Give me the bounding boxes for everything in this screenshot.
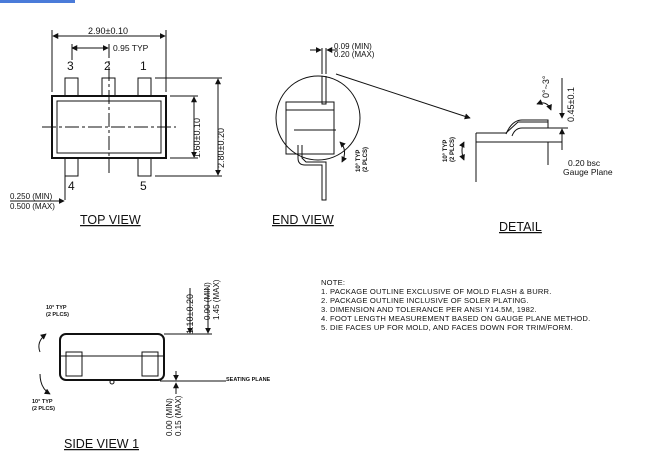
detail-10-plcs: (2 PLCS) bbox=[450, 137, 456, 162]
side-angle-arc-lower bbox=[39, 373, 51, 395]
side-angle-plcs-lower: (2 PLCS) bbox=[32, 406, 55, 412]
dim-pitch-label: 0.95 TYP bbox=[113, 43, 149, 53]
pin-label-1: 1 bbox=[140, 59, 147, 73]
dim-lead-min: 0.250 (MIN) bbox=[10, 192, 53, 201]
pin-1-lead bbox=[137, 77, 152, 97]
pin-4-lead bbox=[64, 157, 79, 177]
note-item: 4. FOOT LENGTH MEASUREMENT BASED ON GAUG… bbox=[321, 313, 591, 323]
note-item: 5. DIE FACES UP FOR MOLD, AND FACES DOWN… bbox=[321, 322, 574, 332]
pin-label-5: 5 bbox=[140, 179, 147, 193]
side-mark bbox=[109, 379, 115, 385]
side-lead-right bbox=[141, 351, 159, 377]
side-view-body bbox=[59, 333, 165, 381]
pin-3-lead bbox=[64, 77, 79, 97]
side-angle-arc-upper bbox=[38, 333, 47, 353]
dim-standoff-max: 0.15 (MAX) bbox=[174, 395, 183, 436]
end-view-lead-lower bbox=[297, 145, 327, 201]
gauge-label: Gauge Plane bbox=[563, 167, 613, 177]
note-item: 2. PACKAGE OUTLINE INCLUSIVE OF SOLER PL… bbox=[321, 295, 529, 305]
dim-angle-label: 0°~3° bbox=[541, 75, 551, 98]
note-item: 3. DIMENSION AND TOLERANCE PER ANSI Y14.… bbox=[321, 304, 537, 314]
pin-label-4: 4 bbox=[68, 179, 75, 193]
dim-foot-label: 0.45±0.1 bbox=[566, 87, 576, 122]
notes-title: NOTE: bbox=[321, 278, 346, 287]
dim-overall-label: 2.80±0.20 bbox=[216, 128, 226, 168]
end-view-title: END VIEW bbox=[272, 213, 334, 227]
end-angle-arc bbox=[339, 141, 348, 163]
end-view-body bbox=[285, 101, 335, 155]
notes-block: NOTE: 1. PACKAGE OUTLINE EXCLUSIVE OF MO… bbox=[321, 278, 591, 332]
dim-thk-min: 0.09 (MIN) bbox=[334, 42, 372, 51]
note-item: 1. PACKAGE OUTLINE EXCLUSIVE OF MOLD FLA… bbox=[321, 286, 552, 296]
dim-lead-max: 0.500 (MAX) bbox=[10, 202, 55, 211]
top-view-title: TOP VIEW bbox=[80, 213, 141, 227]
detail-10-arc bbox=[458, 141, 465, 161]
dim-side-max: 1.45 (MAX) bbox=[212, 279, 221, 320]
top-view: 3 2 1 4 5 2.90±0.10 0.95 TYP 1.60±0.10 2… bbox=[10, 26, 226, 227]
detail-10-typ: 10° TYP bbox=[443, 140, 449, 162]
dim-side-min: 0.90 (MIN) bbox=[203, 282, 212, 320]
detail-lead bbox=[505, 119, 549, 137]
dim-side-height: 1.10±0.20 bbox=[185, 294, 195, 334]
detail-leader bbox=[335, 73, 471, 120]
side-view-title: SIDE VIEW 1 bbox=[64, 437, 139, 451]
pin-label-3: 3 bbox=[67, 59, 74, 73]
detail-callout-circle bbox=[275, 75, 361, 161]
selection-highlight bbox=[0, 0, 75, 3]
side-angle-plcs-upper: (2 PLCS) bbox=[46, 312, 69, 318]
dim-width-label: 2.90±0.10 bbox=[88, 26, 128, 36]
side-lead-left bbox=[65, 351, 83, 377]
end-angle-plcs: (2 PLCS) bbox=[363, 147, 369, 172]
detail-title: DETAIL bbox=[499, 220, 542, 234]
detail-angle-arc bbox=[536, 99, 552, 111]
dim-thk-max: 0.20 (MAX) bbox=[334, 50, 375, 59]
detail-view: 0.45±0.1 0°~3° 10° TYP (2 PLCS) 0.20 bsc… bbox=[443, 75, 613, 234]
pin-5-lead bbox=[137, 157, 152, 177]
pin-2-lead bbox=[101, 77, 116, 97]
pin-label-2: 2 bbox=[104, 59, 111, 73]
dim-standoff-min: 0.00 (MIN) bbox=[165, 398, 174, 436]
gauge-value: 0.20 bsc bbox=[568, 158, 601, 168]
seating-plane-label: SEATING PLANE bbox=[226, 377, 271, 383]
end-view-lead-upper bbox=[321, 76, 327, 105]
dim-body-label: 1.60±0.10 bbox=[192, 118, 202, 158]
side-view: SEATING PLANE 1.10±0.20 0.90 (MIN) 1.45 … bbox=[32, 279, 271, 451]
end-angle-typ: 10° TYP bbox=[356, 150, 362, 172]
end-view: 0.09 (MIN) 0.20 (MAX) 10° TYP (2 PLCS) E… bbox=[272, 42, 471, 227]
side-angle-typ-lower: 10° TYP bbox=[32, 399, 53, 405]
side-angle-typ-upper: 10° TYP bbox=[46, 305, 67, 311]
